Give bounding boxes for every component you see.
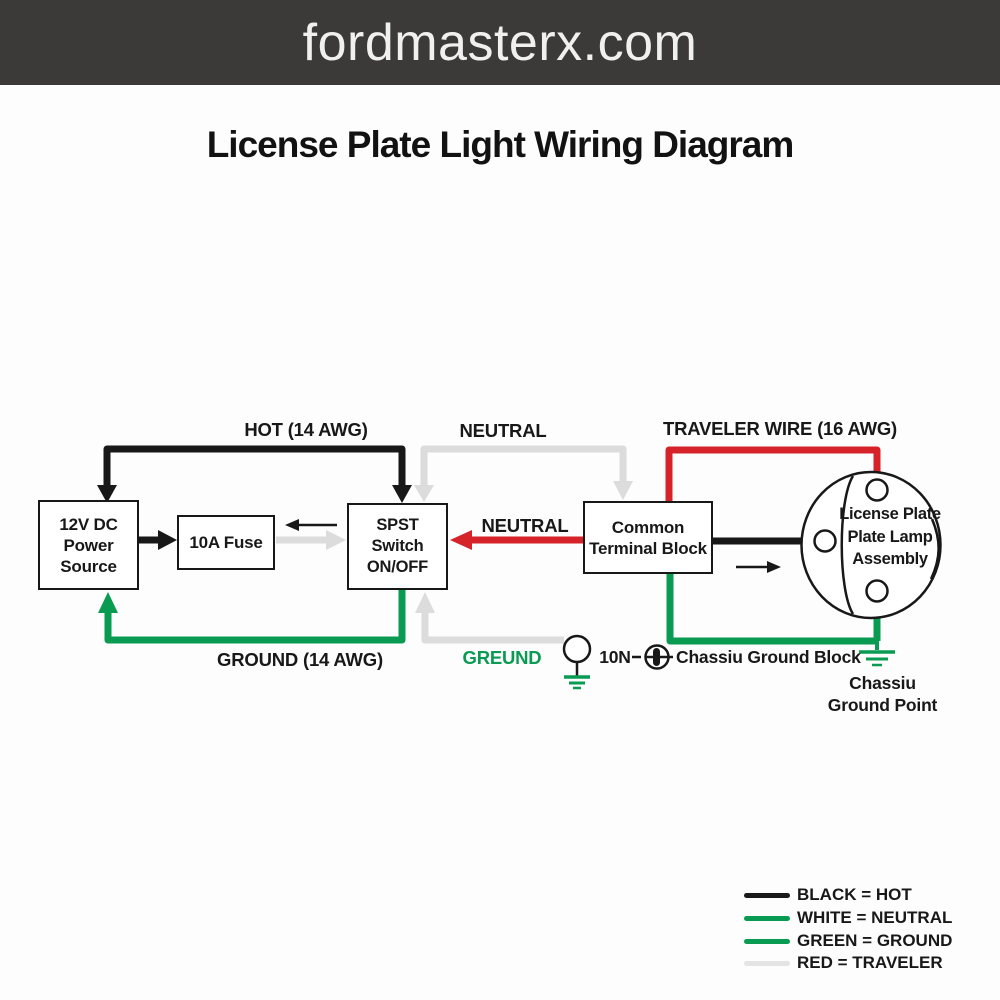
- arrow-right-icon: [158, 530, 177, 550]
- hot-wire-label: HOT (14 AWG): [244, 419, 368, 440]
- power-to-fuse-arrow: [139, 530, 177, 550]
- legend-line-red: [744, 960, 790, 966]
- arrow-left-icon: [285, 519, 299, 531]
- arrow-down-icon: [414, 485, 434, 502]
- legend-row: RED = TRAVELER: [744, 952, 943, 974]
- spst-switch-box: SPST Switch ON/OFF: [347, 503, 448, 590]
- greund-label: GREUND: [462, 647, 542, 668]
- arrow-left-icon: [450, 530, 472, 550]
- traveler-wire: [665, 446, 881, 502]
- chassis-ground-point-symbol: [859, 650, 895, 667]
- ground-wire-label: GROUND (14 AWG): [217, 649, 383, 670]
- neutral-mid-label: NEUTRAL: [481, 515, 569, 536]
- lamp-seam-arc: [840, 475, 855, 615]
- power-source-line: Power: [63, 535, 114, 555]
- neutral-top-label: NEUTRAL: [459, 420, 547, 441]
- lamp-assembly-outline: [800, 470, 942, 620]
- lamp-right-arc: [929, 518, 940, 580]
- chassis-ground-block-symbol: [632, 644, 673, 670]
- chassiu-point-line: Chassiu: [849, 673, 916, 693]
- site-title: fordmasterx.com: [302, 13, 698, 72]
- ground-electrode-symbol: [562, 634, 592, 690]
- terminal-block-box: Common Terminal Block: [583, 501, 713, 574]
- traveler-wire-label: TRAVELER WIRE (16 AWG): [662, 418, 898, 439]
- legend-row: GREEN = GROUND: [744, 930, 952, 952]
- terminal-block-line: Terminal Block: [589, 538, 707, 558]
- power-source-line: Source: [60, 556, 117, 576]
- fuse-to-switch-arrow: [276, 530, 346, 550]
- lamp-line: Plate Lamp: [847, 527, 933, 546]
- arrow-down-icon: [613, 481, 633, 500]
- legend-label: GREEN = GROUND: [797, 931, 953, 950]
- chassiu-point-line: Ground Point: [827, 695, 938, 715]
- power-source-box: 12V DC Power Source: [38, 500, 139, 590]
- lamp-left-terminal: [813, 529, 837, 553]
- lamp-top-terminal: [865, 478, 889, 502]
- chassiu-ground-block-label: Chassiu Ground Block: [676, 647, 861, 667]
- lamp-line: Assembly: [852, 550, 928, 568]
- legend-row: BLACK = HOT: [744, 884, 912, 906]
- switch-line: SPST Switch: [371, 516, 424, 555]
- arrow-down-icon: [97, 485, 117, 503]
- neutral-mid-wire: [450, 530, 583, 550]
- legend-line-green: [744, 938, 790, 944]
- fuse-box: 10A Fuse: [177, 515, 275, 570]
- lamp-bottom-terminal: [865, 579, 889, 603]
- arrow-right-icon: [326, 530, 346, 550]
- power-source-line: 12V DC: [59, 514, 118, 534]
- legend-label: BLACK = HOT: [797, 885, 912, 904]
- flow-right-arrow: [736, 561, 781, 573]
- terminal-block-line: Common: [611, 517, 685, 537]
- legend-row: WHITE = NEUTRAL: [744, 907, 952, 929]
- legend-label: RED = TRAVELER: [797, 953, 943, 972]
- arrow-up-icon: [415, 592, 435, 613]
- lamp-assembly-label: License Plate Plate Lamp Assembly: [809, 503, 971, 571]
- fuse-label: 10A Fuse: [189, 533, 263, 552]
- ground-wire: [98, 589, 406, 644]
- neutral-bottom-wire: [415, 592, 564, 644]
- legend-line-black: [744, 892, 790, 898]
- header-bar: fordmasterx.com: [0, 0, 1000, 85]
- arrow-down-icon: [392, 485, 412, 503]
- arrow-up-icon: [98, 592, 118, 613]
- legend-label: WHITE = NEUTRAL: [797, 908, 953, 927]
- legend-line-white: [744, 915, 790, 921]
- arrow-right-icon: [767, 561, 781, 573]
- neutral-top-wire: [414, 445, 633, 502]
- switch-line: ON/OFF: [366, 558, 429, 576]
- chassiu-ground-point-label: Chassiu Ground Point: [800, 672, 965, 716]
- switch-to-fuse-arrow: [285, 519, 337, 531]
- ten-n-label: 10N: [599, 647, 631, 667]
- hot-wire: [97, 445, 412, 503]
- page-title: License Plate Light Wiring Diagram: [206, 124, 795, 165]
- lamp-line: License Plate: [839, 505, 941, 523]
